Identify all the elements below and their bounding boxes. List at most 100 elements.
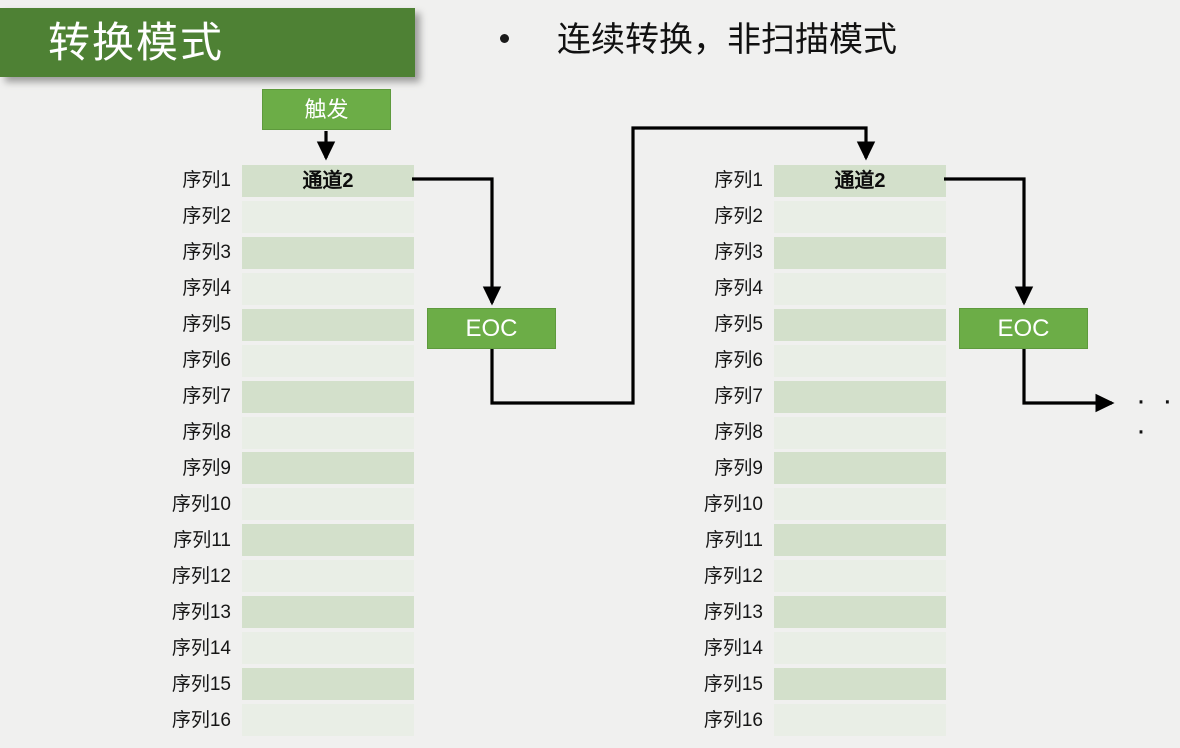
table-row: 序列7 bbox=[692, 379, 946, 415]
table-row: 序列16 bbox=[160, 702, 414, 738]
bullet-item: 连续转换，非扫描模式 bbox=[500, 21, 897, 59]
sequence-label: 序列1 bbox=[182, 170, 231, 192]
sequence-label: 序列12 bbox=[703, 565, 763, 587]
table-row: 序列4 bbox=[692, 271, 946, 307]
sequence-cell bbox=[242, 596, 414, 629]
sequence-label: 序列10 bbox=[171, 493, 231, 515]
sequence-label: 序列7 bbox=[182, 386, 231, 408]
sequence-label: 序列4 bbox=[182, 278, 231, 300]
sequence-label: 序列16 bbox=[703, 709, 763, 731]
table-row: 序列6 bbox=[160, 343, 414, 379]
table-row: 序列2 bbox=[692, 199, 946, 235]
sequence-label: 序列9 bbox=[714, 457, 763, 479]
table-row: 序列2 bbox=[160, 199, 414, 235]
sequence-label: 序列4 bbox=[714, 278, 763, 300]
sequence-cell bbox=[774, 272, 946, 305]
table-row: 序列13 bbox=[160, 594, 414, 630]
sequence-cell bbox=[242, 668, 414, 701]
sequence-label: 序列7 bbox=[714, 386, 763, 408]
sequence-label: 序列6 bbox=[714, 350, 763, 372]
sequence-cell bbox=[774, 560, 946, 593]
sequence-label: 序列12 bbox=[171, 565, 231, 587]
sequence-cell bbox=[774, 488, 946, 521]
table-row: 序列8 bbox=[692, 415, 946, 451]
sequence-label: 序列6 bbox=[182, 350, 231, 372]
trigger-label: 触发 bbox=[304, 96, 349, 122]
sequence-cell bbox=[774, 236, 946, 269]
table-row: 序列5 bbox=[160, 307, 414, 343]
table-row: 序列5 bbox=[692, 307, 946, 343]
table-row: 序列12 bbox=[160, 558, 414, 594]
sequence-cell-text: 通道2 bbox=[834, 169, 886, 192]
sequence-cell bbox=[774, 416, 946, 449]
sequence-label: 序列8 bbox=[182, 422, 231, 444]
channel-header-cell: 通道2 bbox=[242, 164, 414, 197]
arrow-table2-to-eoc2 bbox=[944, 177, 1034, 306]
table-row: 序列14 bbox=[160, 630, 414, 666]
sequence-cell bbox=[242, 452, 414, 485]
table-row: 序列10 bbox=[692, 486, 946, 522]
sequence-cell bbox=[774, 344, 946, 377]
bullet-text: 连续转换，非扫描模式 bbox=[557, 21, 897, 59]
sequence-cell bbox=[774, 380, 946, 413]
sequence-cell bbox=[774, 704, 946, 737]
table-row: 序列12 bbox=[692, 558, 946, 594]
eoc-label-1: EOC bbox=[465, 314, 518, 342]
sequence-cell bbox=[242, 632, 414, 665]
sequence-cell bbox=[242, 704, 414, 737]
sequence-label: 序列5 bbox=[182, 314, 231, 336]
sequence-cell bbox=[242, 416, 414, 449]
sequence-cell bbox=[242, 200, 414, 233]
arrow-table1-to-eoc1 bbox=[412, 177, 502, 306]
sequence-label: 序列10 bbox=[703, 493, 763, 515]
sequence-cell bbox=[774, 596, 946, 629]
sequence-cell bbox=[774, 452, 946, 485]
table-row: 序列9 bbox=[692, 451, 946, 487]
eoc-label-2: EOC bbox=[997, 314, 1050, 342]
sequence-label: 序列5 bbox=[714, 314, 763, 336]
sequence-label: 序列13 bbox=[703, 601, 763, 623]
eoc-box-1: EOC bbox=[427, 308, 556, 349]
sequence-label: 序列13 bbox=[171, 601, 231, 623]
sequence-label: 序列8 bbox=[714, 422, 763, 444]
sequence-cell bbox=[774, 668, 946, 701]
continuation-ellipsis: · · · bbox=[1136, 384, 1177, 447]
table-row: 序列7 bbox=[160, 379, 414, 415]
table-row: 序列13 bbox=[692, 594, 946, 630]
sequence-label: 序列2 bbox=[182, 206, 231, 228]
table-row: 序列9 bbox=[160, 451, 414, 487]
table-row: 序列4 bbox=[160, 271, 414, 307]
sequence-cell bbox=[242, 524, 414, 557]
sequence-cell bbox=[242, 308, 414, 341]
arrow-eoc2-to-continuation bbox=[1022, 349, 1115, 413]
channel-header-cell: 通道2 bbox=[774, 164, 946, 197]
sequence-cell bbox=[774, 524, 946, 557]
sequence-label: 序列16 bbox=[171, 709, 231, 731]
sequence-label: 序列3 bbox=[714, 242, 763, 264]
sequence-label: 序列15 bbox=[703, 673, 763, 695]
sequence-cell bbox=[242, 488, 414, 521]
sequence-cell bbox=[774, 632, 946, 665]
table-row: 序列16 bbox=[692, 702, 946, 738]
sequence-cell bbox=[242, 236, 414, 269]
sequence-label: 序列15 bbox=[171, 673, 231, 695]
table-row: 序列6 bbox=[692, 343, 946, 379]
sequence-label: 序列2 bbox=[714, 206, 763, 228]
eoc-box-2: EOC bbox=[959, 308, 1088, 349]
sequence-label: 序列9 bbox=[182, 457, 231, 479]
table-row: 序列1 通道2 bbox=[160, 163, 414, 199]
table-row: 序列8 bbox=[160, 415, 414, 451]
table-row: 序列15 bbox=[160, 666, 414, 702]
sequence-cell bbox=[242, 560, 414, 593]
sequence-label: 序列14 bbox=[703, 637, 763, 659]
table-row: 序列3 bbox=[160, 235, 414, 271]
slide-title-banner: 转换模式 bbox=[0, 8, 415, 77]
sequence-cell bbox=[242, 344, 414, 377]
table-row: 序列14 bbox=[692, 630, 946, 666]
table-row: 序列15 bbox=[692, 666, 946, 702]
table-row: 序列3 bbox=[692, 235, 946, 271]
